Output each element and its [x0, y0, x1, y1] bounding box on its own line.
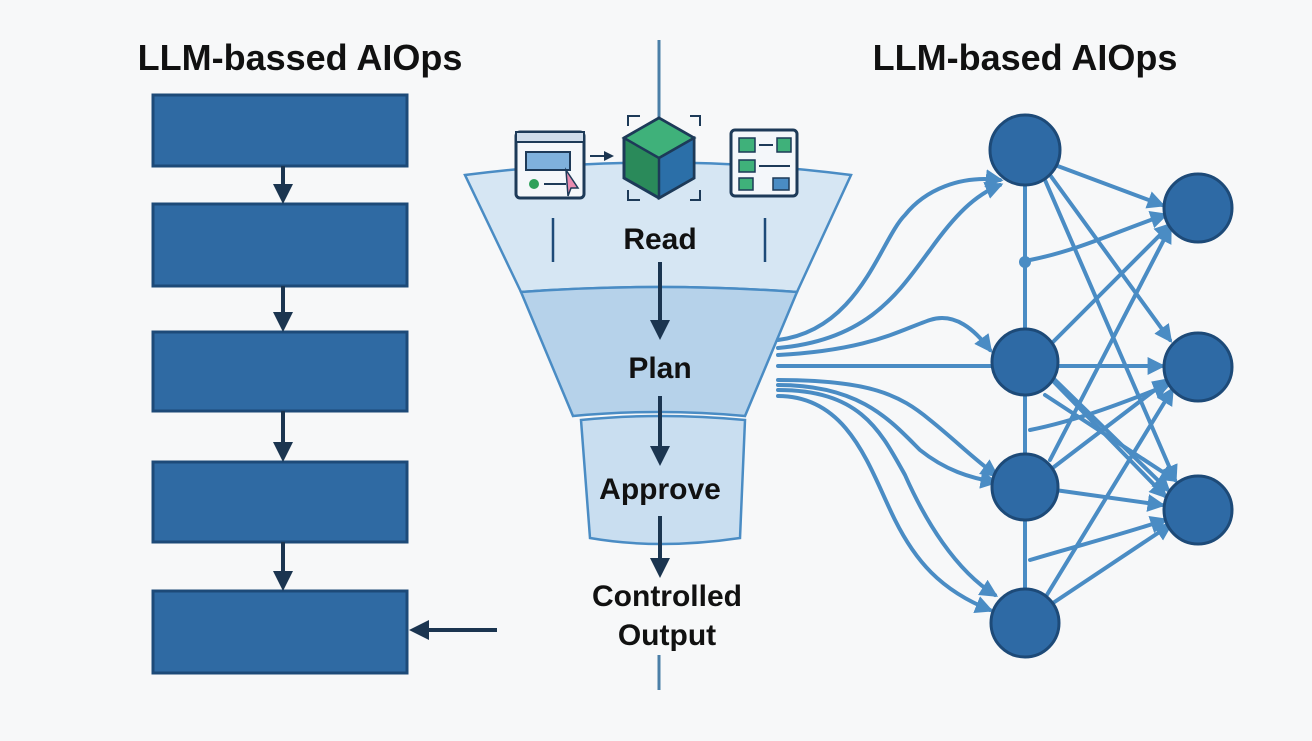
right-title: LLM-based AIOps	[873, 37, 1178, 78]
left-title: LLM-bassed AIOps	[138, 37, 463, 78]
edge	[1048, 377, 1171, 472]
network-node	[1162, 331, 1234, 403]
edge	[1028, 211, 1169, 262]
edge	[776, 383, 999, 489]
edge	[1028, 381, 1172, 432]
stage-label-approve: Approve	[599, 473, 721, 506]
funnel-bottom-section	[579, 414, 747, 546]
edge	[1048, 373, 1171, 493]
pipeline-box-4	[151, 460, 409, 544]
output-label-line-2: Output	[618, 619, 716, 652]
pipeline-box-3	[151, 330, 409, 413]
edge	[1053, 163, 1166, 209]
network-nodes	[988, 113, 1234, 659]
edge	[1048, 222, 1173, 347]
output-label-line-1: Controlled	[592, 580, 742, 613]
network-node	[990, 452, 1060, 522]
funnel: Read Plan Approve Controlled Output	[463, 115, 853, 652]
network-node	[990, 327, 1060, 397]
browser-window-icon	[514, 130, 586, 200]
edge	[1048, 523, 1173, 607]
network-node	[1162, 474, 1234, 546]
stage-label-plan: Plan	[628, 352, 691, 385]
pipeline-box-5	[151, 589, 409, 675]
funnel-mid-section	[519, 285, 799, 418]
pipeline	[151, 93, 497, 675]
edge	[776, 394, 994, 614]
edge	[776, 388, 999, 597]
edge	[776, 316, 993, 357]
edge	[1043, 393, 1179, 482]
network-node	[1162, 172, 1234, 244]
edge	[1043, 386, 1174, 600]
edge	[1048, 173, 1173, 343]
pipeline-box-2	[151, 202, 409, 288]
dashboard-icon	[729, 128, 799, 198]
edge	[1028, 516, 1169, 562]
stage-label-read: Read	[623, 223, 696, 256]
pipeline-box-1	[151, 93, 409, 168]
edge	[1043, 178, 1178, 484]
junction-dot	[1019, 256, 1031, 268]
network-edges	[776, 163, 1179, 614]
cube-icon	[621, 115, 701, 201]
edge	[776, 378, 999, 478]
edge	[776, 169, 1004, 342]
network-node	[989, 587, 1061, 659]
network-node	[988, 113, 1062, 187]
edge	[776, 181, 1004, 350]
